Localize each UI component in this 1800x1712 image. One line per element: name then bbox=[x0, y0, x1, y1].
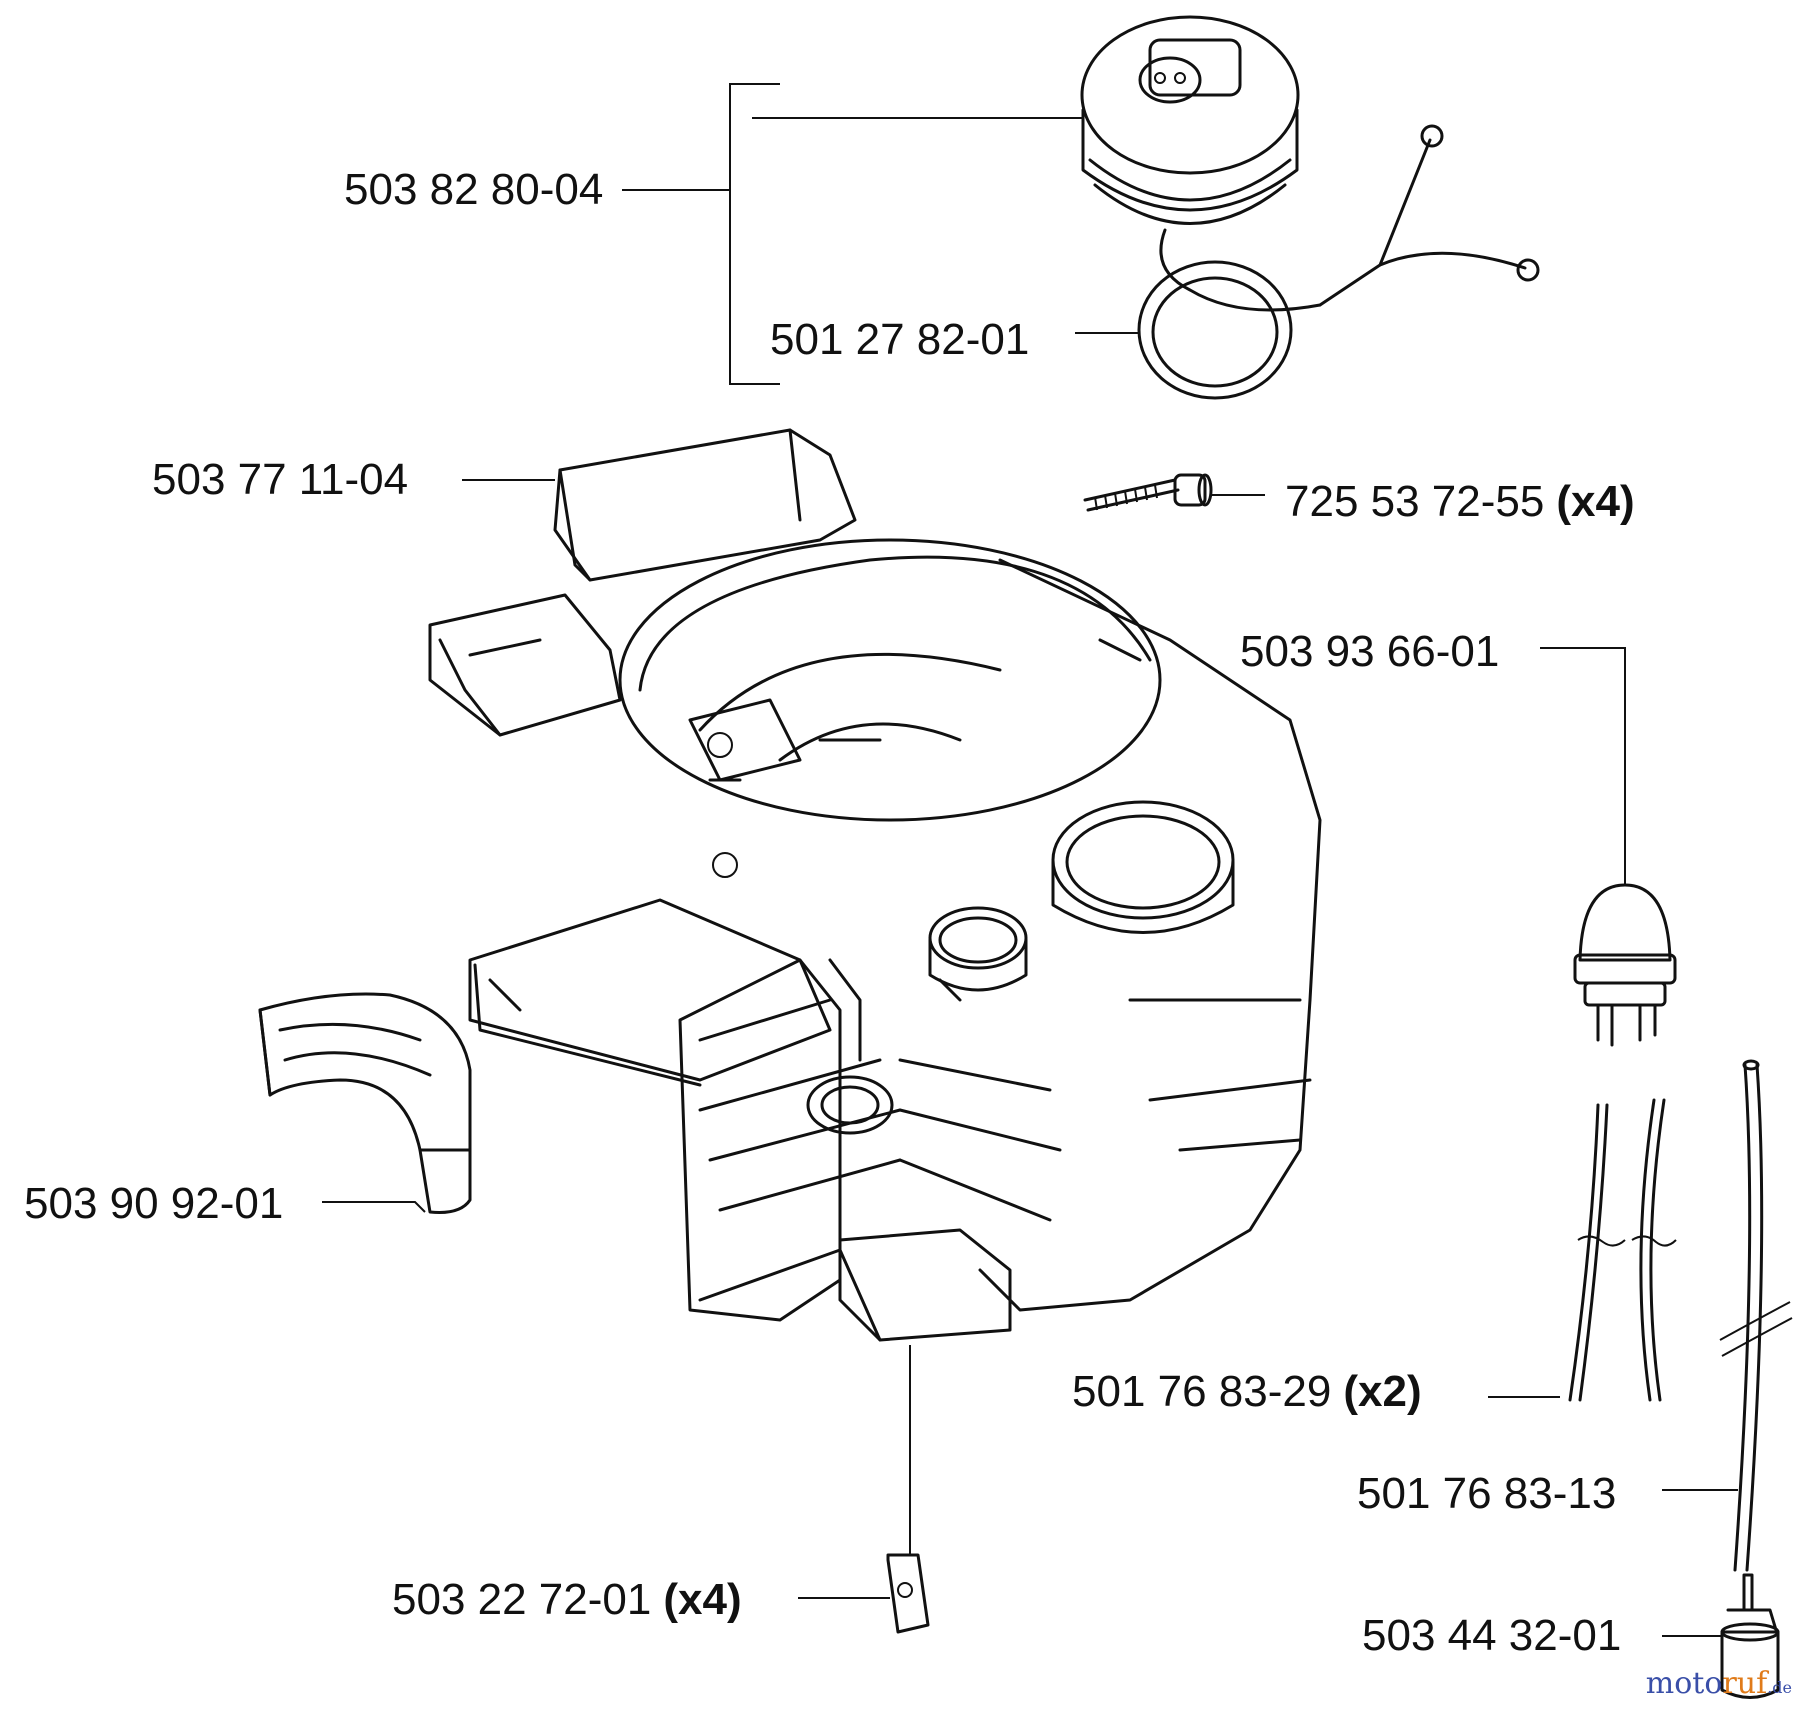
watermark-part1: moto bbox=[1645, 1666, 1723, 1701]
pickup-hose-drawing bbox=[1719, 1059, 1793, 1572]
primer-bulb-drawing bbox=[1573, 883, 1677, 1047]
label-insert-text: 503 90 92-01 bbox=[24, 1179, 284, 1228]
insert-drawing bbox=[258, 992, 472, 1214]
fuel-hoses-drawing bbox=[1568, 1098, 1677, 1402]
label-tank-body-text: 503 77 11-04 bbox=[152, 455, 409, 504]
label-o-ring-text: 501 27 82-01 bbox=[770, 315, 1030, 364]
label-insert: 503 90 92-01 bbox=[24, 1182, 283, 1226]
label-fuel-filter: 503 44 32-01 bbox=[1362, 1614, 1621, 1658]
screw-drawing bbox=[1083, 473, 1213, 512]
tank-body-drawing bbox=[428, 428, 1322, 1342]
clip-drawing bbox=[886, 1553, 930, 1634]
label-fuel-filter-text: 503 44 32-01 bbox=[1362, 1611, 1622, 1660]
label-tank-body: 503 77 11-04 bbox=[152, 458, 408, 502]
label-fuel-cap: 503 82 80-04 bbox=[344, 168, 603, 212]
leader-lines bbox=[322, 83, 1738, 1637]
label-primer-bulb: 503 93 66-01 bbox=[1240, 630, 1499, 674]
fuel-filter-drawing bbox=[1720, 1573, 1780, 1699]
label-pickup-hose: 501 76 83-13 bbox=[1357, 1472, 1616, 1516]
watermark-part3: .de bbox=[1767, 1678, 1792, 1697]
label-clip-qty: (x4) bbox=[663, 1575, 742, 1624]
label-screw-text: 725 53 72-55 bbox=[1285, 477, 1545, 526]
label-clip-text: 503 22 72-01 bbox=[392, 1575, 652, 1624]
label-fuel-cap-text: 503 82 80-04 bbox=[344, 165, 604, 214]
label-screw: 725 53 72-55(x4) bbox=[1285, 480, 1635, 524]
o-ring-drawing bbox=[1137, 260, 1293, 400]
label-o-ring: 501 27 82-01 bbox=[770, 318, 1029, 362]
watermark-logo: motoruf.de bbox=[1646, 1666, 1792, 1701]
label-fuel-hose: 501 76 83-29(x2) bbox=[1072, 1370, 1422, 1414]
label-clip: 503 22 72-01(x4) bbox=[392, 1578, 742, 1622]
watermark-part2: ruf bbox=[1722, 1666, 1768, 1701]
label-fuel-hose-text: 501 76 83-29 bbox=[1072, 1367, 1332, 1416]
label-screw-qty: (x4) bbox=[1556, 477, 1635, 526]
label-fuel-hose-qty: (x2) bbox=[1343, 1367, 1422, 1416]
label-pickup-hose-text: 501 76 83-13 bbox=[1357, 1469, 1617, 1518]
label-primer-bulb-text: 503 93 66-01 bbox=[1240, 627, 1500, 676]
fuel-cap-drawing bbox=[1080, 15, 1540, 312]
